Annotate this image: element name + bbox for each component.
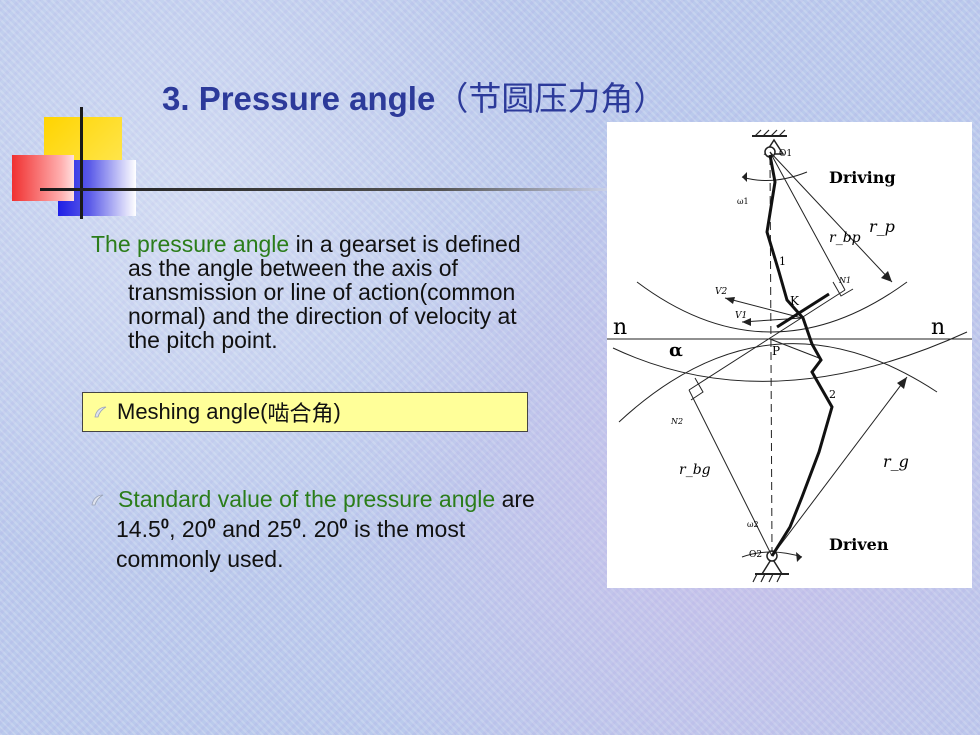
value-25: 25 <box>266 516 293 542</box>
right-angle-n1 <box>832 281 854 297</box>
label-alpha: α <box>669 340 683 361</box>
value-20: 20 <box>181 516 208 542</box>
label-o2: O2 <box>749 550 762 560</box>
paragraph-line3: transmission or line of action(common <box>128 279 516 305</box>
label-rbp: r_bp <box>829 230 861 246</box>
degree-sup: 0 <box>292 515 301 533</box>
label-rg: r_g <box>883 452 909 471</box>
meshing-label-chinese: 啮合角 <box>267 402 334 427</box>
radius-rbg <box>688 389 773 557</box>
label-rbg: r_bg <box>679 462 711 478</box>
radius-rp <box>769 151 893 283</box>
standard-values-paragraph: Standard value of the pressure angle are… <box>90 484 630 574</box>
ground-bottom-hatch <box>752 573 782 583</box>
meshing-label: Meshing angle( <box>117 399 268 424</box>
standard-values-line: 14.50, 200 and 250. 200 is the most <box>90 514 630 544</box>
label-driven: Driven <box>829 535 889 554</box>
term-pressure-angle: The pressure angle <box>91 231 290 257</box>
label-n-left: n <box>613 315 627 340</box>
paragraph-line5: the pitch point. <box>128 327 278 353</box>
label-omega1: ω1 <box>737 197 749 206</box>
right-angle-n2 <box>690 377 704 401</box>
radius-rbp <box>769 151 846 291</box>
label-n-right: n <box>931 315 945 340</box>
radius-rg-arrow <box>897 377 907 389</box>
velocity-v2 <box>724 297 803 319</box>
slide-title: 3. Pressure angle（节圆压力角） <box>162 72 666 120</box>
ground-top-hatch <box>754 129 786 137</box>
line-p-extension <box>769 338 820 359</box>
label-n1: N1 <box>838 276 851 285</box>
meshing-label-end: ) <box>333 399 341 424</box>
pivot-o2 <box>760 556 784 575</box>
decor-horizontal-line <box>40 188 615 191</box>
standard-suffix: are <box>495 486 535 512</box>
label-v1: V1 <box>735 311 747 321</box>
label-p: P <box>772 344 780 358</box>
title-chinese: （节圆压力角） <box>435 79 667 118</box>
value-14-5: 14.5 <box>116 516 161 542</box>
degree-sup: 0 <box>160 515 170 533</box>
bullet-swoosh-icon <box>94 406 107 418</box>
label-gear-2: 2 <box>829 388 836 401</box>
standard-tail: is the most <box>347 516 466 542</box>
bullet-swoosh-icon <box>91 494 104 506</box>
label-omega2: ω2 <box>747 520 759 529</box>
line-of-action <box>688 289 846 391</box>
degree-sup: 0 <box>339 515 348 533</box>
omega1-arrow <box>742 172 747 182</box>
gear-mesh-figure: Driving Driven O1 O2 ω1 ω2 r_p r_bp r_g … <box>607 122 972 588</box>
label-k: K <box>790 294 800 308</box>
decor-vertical-line <box>80 107 83 219</box>
title-text: 3. Pressure angle <box>162 80 436 117</box>
meshing-angle-box: Meshing angle(啮合角) <box>82 392 528 432</box>
omega2-arrow <box>796 552 802 562</box>
degree-sup: 0 <box>207 515 216 533</box>
separator: and <box>215 516 267 542</box>
paragraph-line2: as the angle between the axis of <box>128 255 458 281</box>
label-n2: N2 <box>670 417 683 426</box>
base-arc <box>612 331 968 382</box>
paragraph-line1: in a gearset is defined <box>289 231 521 257</box>
contact-line-k <box>776 292 830 329</box>
label-rp: r_p <box>869 217 895 236</box>
gear-mesh-diagram: Driving Driven O1 O2 ω1 ω2 r_p r_bp r_g … <box>607 129 972 583</box>
separator: . <box>300 516 314 542</box>
label-v2: V2 <box>715 287 727 297</box>
radius-rg <box>771 376 908 557</box>
definition-paragraph: The pressure angle in a gearset is defin… <box>91 232 611 352</box>
center-line <box>769 156 773 553</box>
label-o1: O1 <box>779 149 792 159</box>
label-gear-1: 1 <box>779 255 786 268</box>
velocity-v1-arrow <box>742 318 751 326</box>
velocity-v2-arrow <box>725 297 735 304</box>
standard-term: Standard value of the pressure angle <box>118 486 496 512</box>
tooth-profile <box>765 154 834 557</box>
standard-line3: commonly used. <box>116 546 284 572</box>
value-20-common: 20 <box>313 516 340 542</box>
radius-rp-arrow <box>881 271 892 282</box>
separator: , <box>169 516 182 542</box>
decor-red-square <box>12 155 74 201</box>
paragraph-line4: normal) and the direction of velocity at <box>128 303 517 329</box>
driving-arc-lower <box>636 281 908 333</box>
label-driving: Driving <box>829 168 896 187</box>
driven-arc-upper <box>618 343 938 423</box>
